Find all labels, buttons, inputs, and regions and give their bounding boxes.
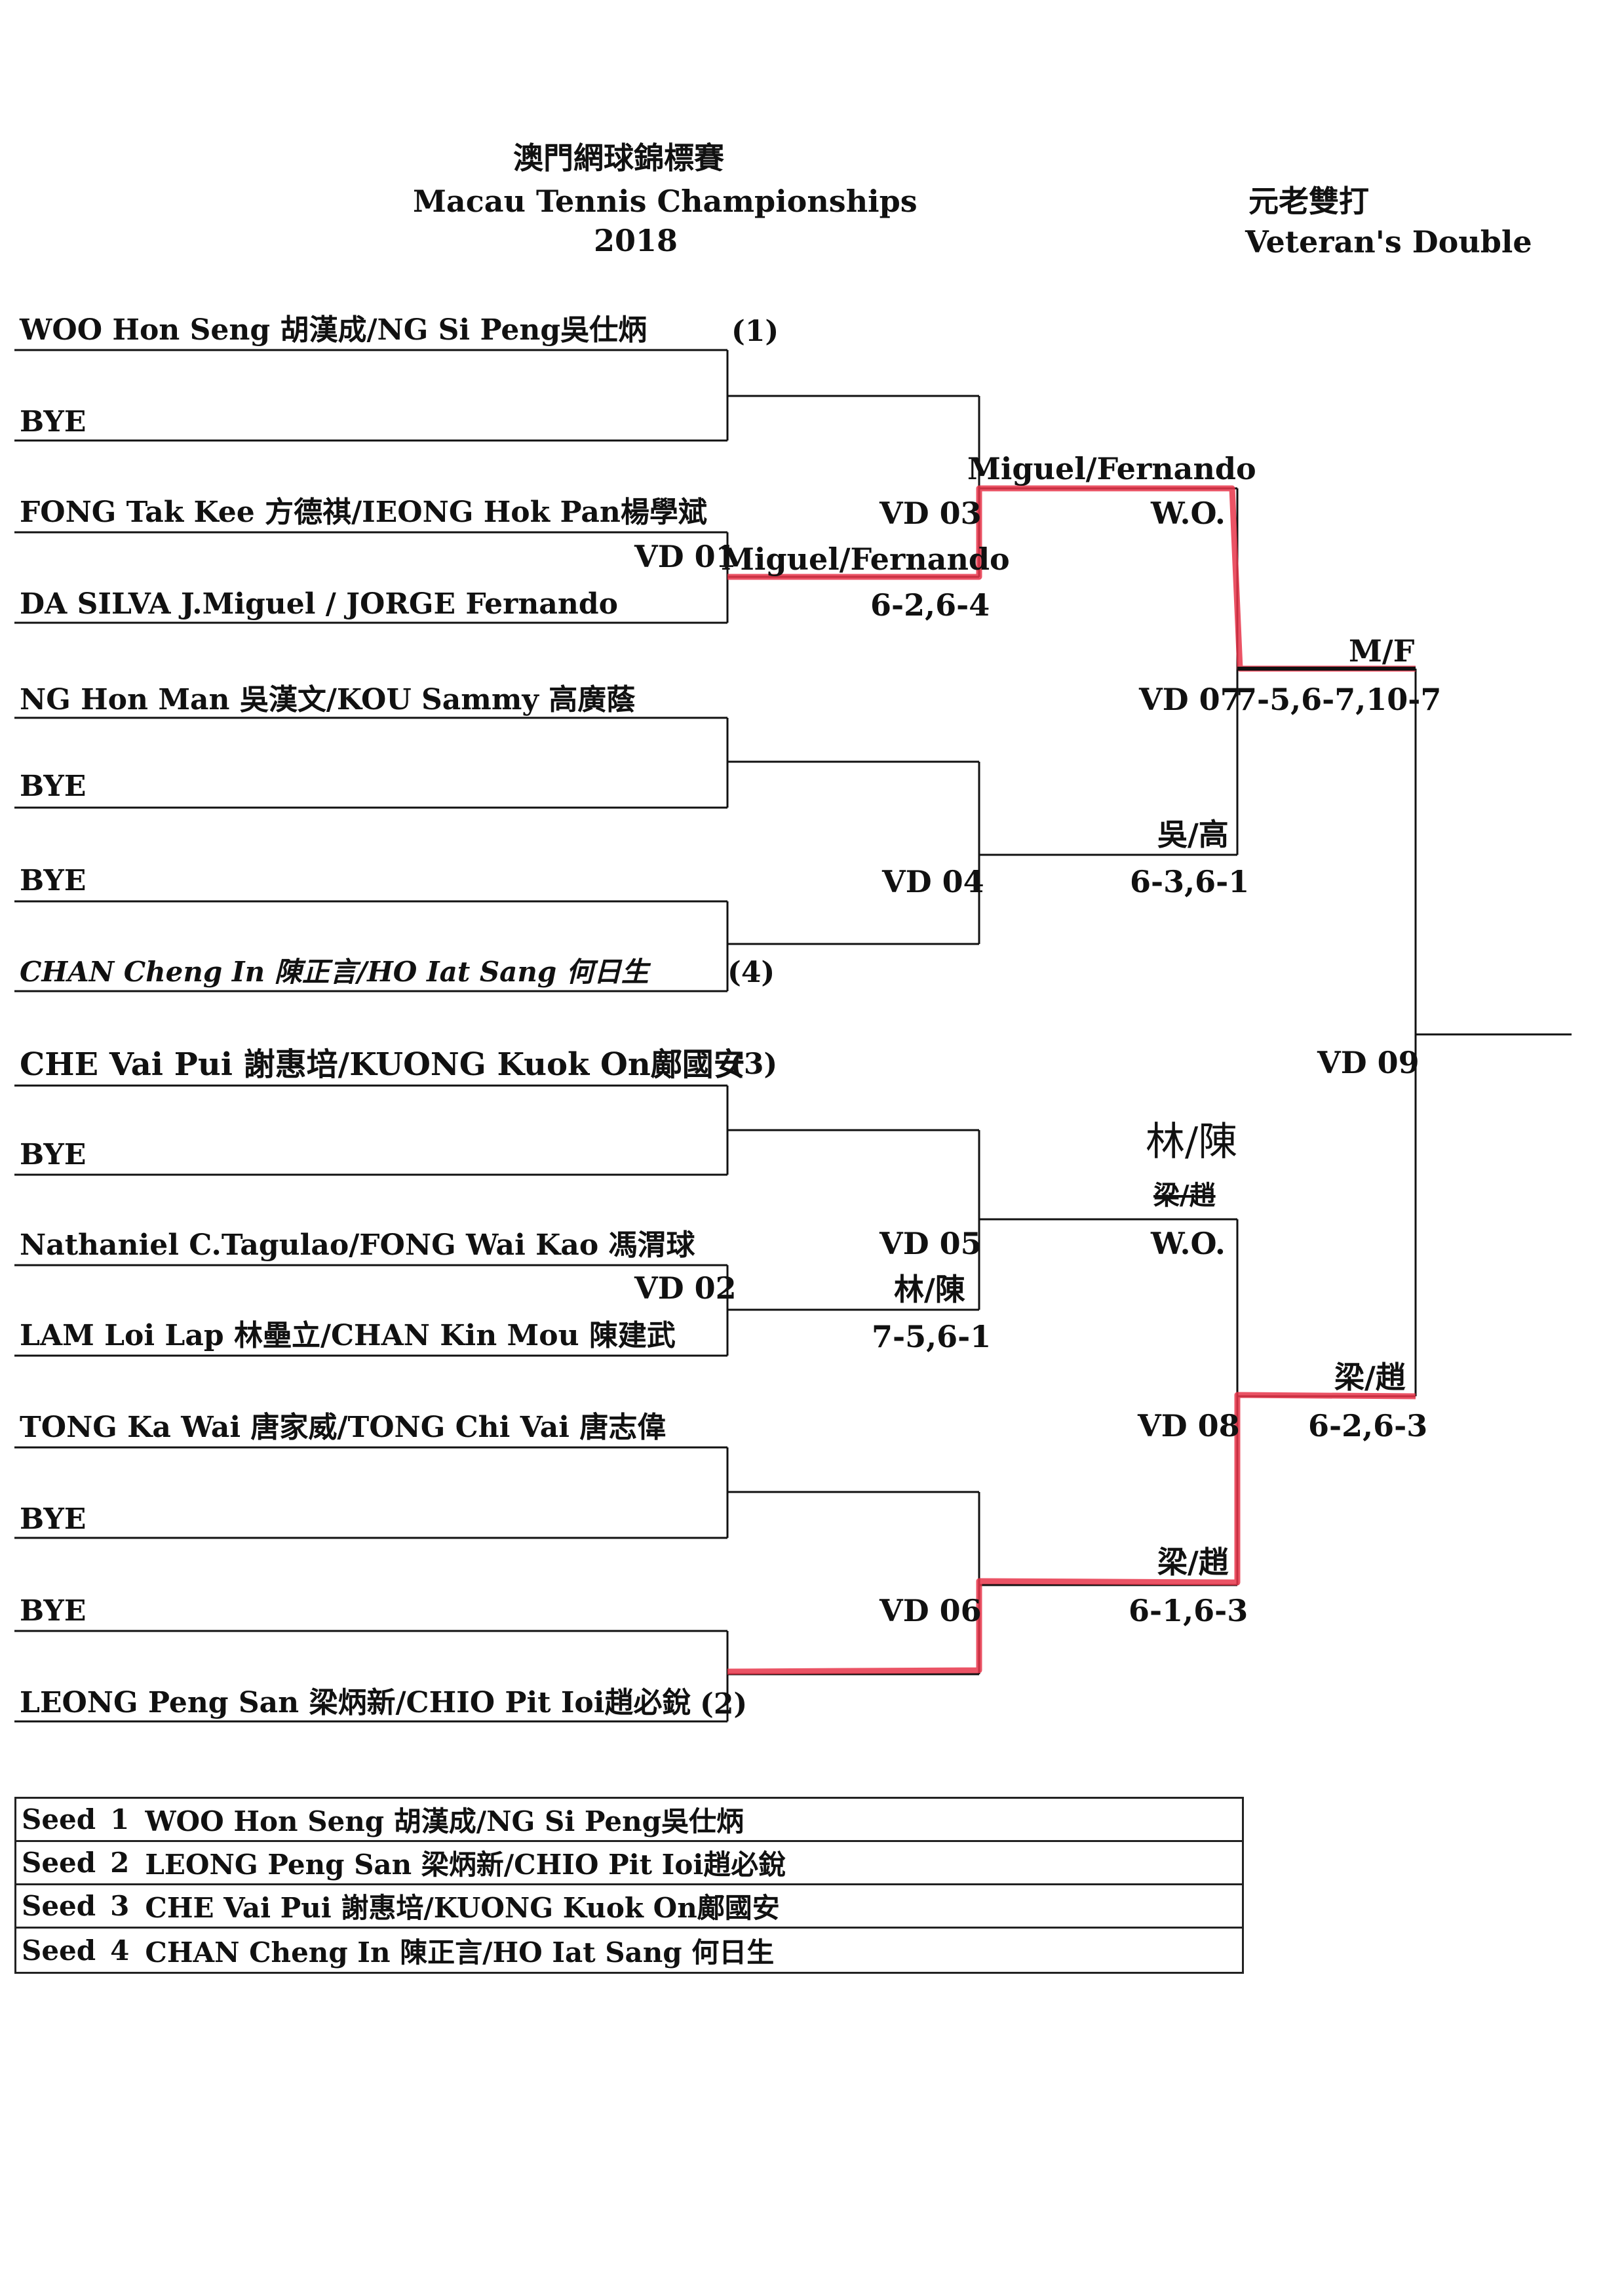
- player-3: FONG Tak Kee 方德祺/IEONG Hok Pan楊學斌: [20, 496, 707, 529]
- match-vd07-label: VD 07: [1139, 682, 1241, 717]
- match-vd06-score: 6-1,6-3: [1129, 1593, 1248, 1628]
- seed-row: Seed 2 LEONG Peng San 梁炳新/CHIO Pit Ioi趙必…: [16, 1842, 1242, 1885]
- match-vd04-winner: 吳/高: [1157, 817, 1229, 852]
- match-vd06-winner: 梁/趙: [1157, 1544, 1229, 1580]
- match-vd05-struck-winner: 梁/趙: [1153, 1180, 1216, 1211]
- match-vd02-score: 7-5,6-1: [872, 1319, 992, 1354]
- title-en: Macau Tennis Championships: [413, 184, 918, 219]
- match-vd08-score: 6-2,6-3: [1308, 1408, 1428, 1443]
- match-vd07-winner: M/F: [1349, 633, 1415, 669]
- match-vd08-winner: 梁/趙: [1334, 1360, 1406, 1395]
- player-13: TONG Ka Wai 唐家威/TONG Chi Vai 唐志偉: [20, 1411, 667, 1444]
- player-8: CHAN Cheng In 陳正言/HO Iat Sang 何日生: [20, 956, 649, 988]
- match-vd07-score: 7-5,6-7,10-7: [1236, 682, 1442, 717]
- player-5: NG Hon Man 吳漢文/KOU Sammy 高廣蔭: [20, 683, 636, 716]
- seed-tag-3: (3): [730, 1048, 778, 1081]
- match-vd09-label: VD 09: [1317, 1045, 1420, 1080]
- event-en: Veteran's Double: [1245, 224, 1532, 260]
- player-1: WOO Hon Seng 胡漢成/NG Si Peng吳仕炳: [20, 313, 648, 347]
- match-vd03-score: W.O.: [1151, 496, 1226, 531]
- seed-label: Seed: [22, 1890, 96, 1922]
- seed-tag-2: (2): [700, 1687, 748, 1721]
- seed-name: CHAN Cheng In 陳正言/HO Iat Sang 何日生: [145, 1936, 775, 1969]
- match-vd06-label: VD 06: [880, 1593, 982, 1628]
- seed-label: Seed: [22, 1934, 96, 1967]
- title-year: 2018: [594, 223, 678, 258]
- seed-tag-4: (4): [727, 956, 775, 989]
- player-15: BYE: [20, 1594, 87, 1628]
- player-7: BYE: [20, 864, 87, 897]
- player-6: BYE: [20, 770, 87, 803]
- seed-row: Seed 4 CHAN Cheng In 陳正言/HO Iat Sang 何日生: [16, 1929, 1242, 1972]
- match-vd08-label: VD 08: [1138, 1408, 1240, 1443]
- match-vd04-score: 6-3,6-1: [1130, 864, 1250, 899]
- seed-name: CHE Vai Pui 謝惠培/KUONG Kuok On鄺國安: [145, 1892, 780, 1924]
- match-vd05-score: W.O.: [1151, 1226, 1226, 1261]
- match-vd01-label: VD 01: [634, 539, 737, 574]
- player-9: CHE Vai Pui 謝惠培/KUONG Kuok On鄺國安: [20, 1046, 745, 1083]
- seed-label: Seed: [22, 1803, 96, 1835]
- match-vd03-label: VD 03: [880, 496, 982, 531]
- seed-label: Seed: [22, 1847, 96, 1879]
- seed-table: Seed 1 WOO Hon Seng 胡漢成/NG Si Peng吳仕炳 Se…: [14, 1797, 1244, 1974]
- match-vd02-label: VD 02: [634, 1270, 737, 1306]
- match-vd01-score: 6-2,6-4: [870, 587, 990, 623]
- title-zh: 澳門網球錦標賽: [513, 140, 724, 176]
- match-vd05-label: VD 05: [880, 1226, 982, 1261]
- seed-tag-1: (1): [731, 315, 779, 348]
- player-12: LAM Loi Lap 林壘立/CHAN Kin Mou 陳建武: [20, 1319, 676, 1352]
- seed-number: 2: [110, 1847, 130, 1879]
- seed-name: WOO Hon Seng 胡漢成/NG Si Peng吳仕炳: [145, 1805, 744, 1837]
- player-10: BYE: [20, 1138, 87, 1171]
- match-vd02-winner: 林/陳: [894, 1272, 965, 1307]
- seed-number: 3: [110, 1890, 130, 1922]
- player-11: Nathaniel C.Tagulao/FONG Wai Kao 馮渭球: [20, 1228, 695, 1262]
- match-vd01-winner: Miguel/Fernando: [721, 541, 1010, 577]
- seed-name: LEONG Peng San 梁炳新/CHIO Pit Ioi趙必銳: [145, 1849, 786, 1881]
- match-vd03-winner: Miguel/Fernando: [967, 451, 1256, 486]
- seed-number: 1: [110, 1803, 130, 1835]
- player-16: LEONG Peng San 梁炳新/CHIO Pit Ioi趙必銳: [20, 1686, 691, 1719]
- match-vd04-label: VD 04: [882, 864, 984, 899]
- player-4: DA SILVA J.Miguel / JORGE Fernando: [20, 587, 618, 621]
- player-2: BYE: [20, 405, 87, 439]
- player-14: BYE: [20, 1502, 87, 1536]
- event-zh: 元老雙打: [1248, 184, 1369, 219]
- seed-row: Seed 3 CHE Vai Pui 謝惠培/KUONG Kuok On鄺國安: [16, 1885, 1242, 1929]
- match-vd05-handwritten-winner: 林/陳: [1146, 1119, 1238, 1165]
- seed-row: Seed 1 WOO Hon Seng 胡漢成/NG Si Peng吳仕炳: [16, 1799, 1242, 1842]
- seed-number: 4: [110, 1934, 130, 1967]
